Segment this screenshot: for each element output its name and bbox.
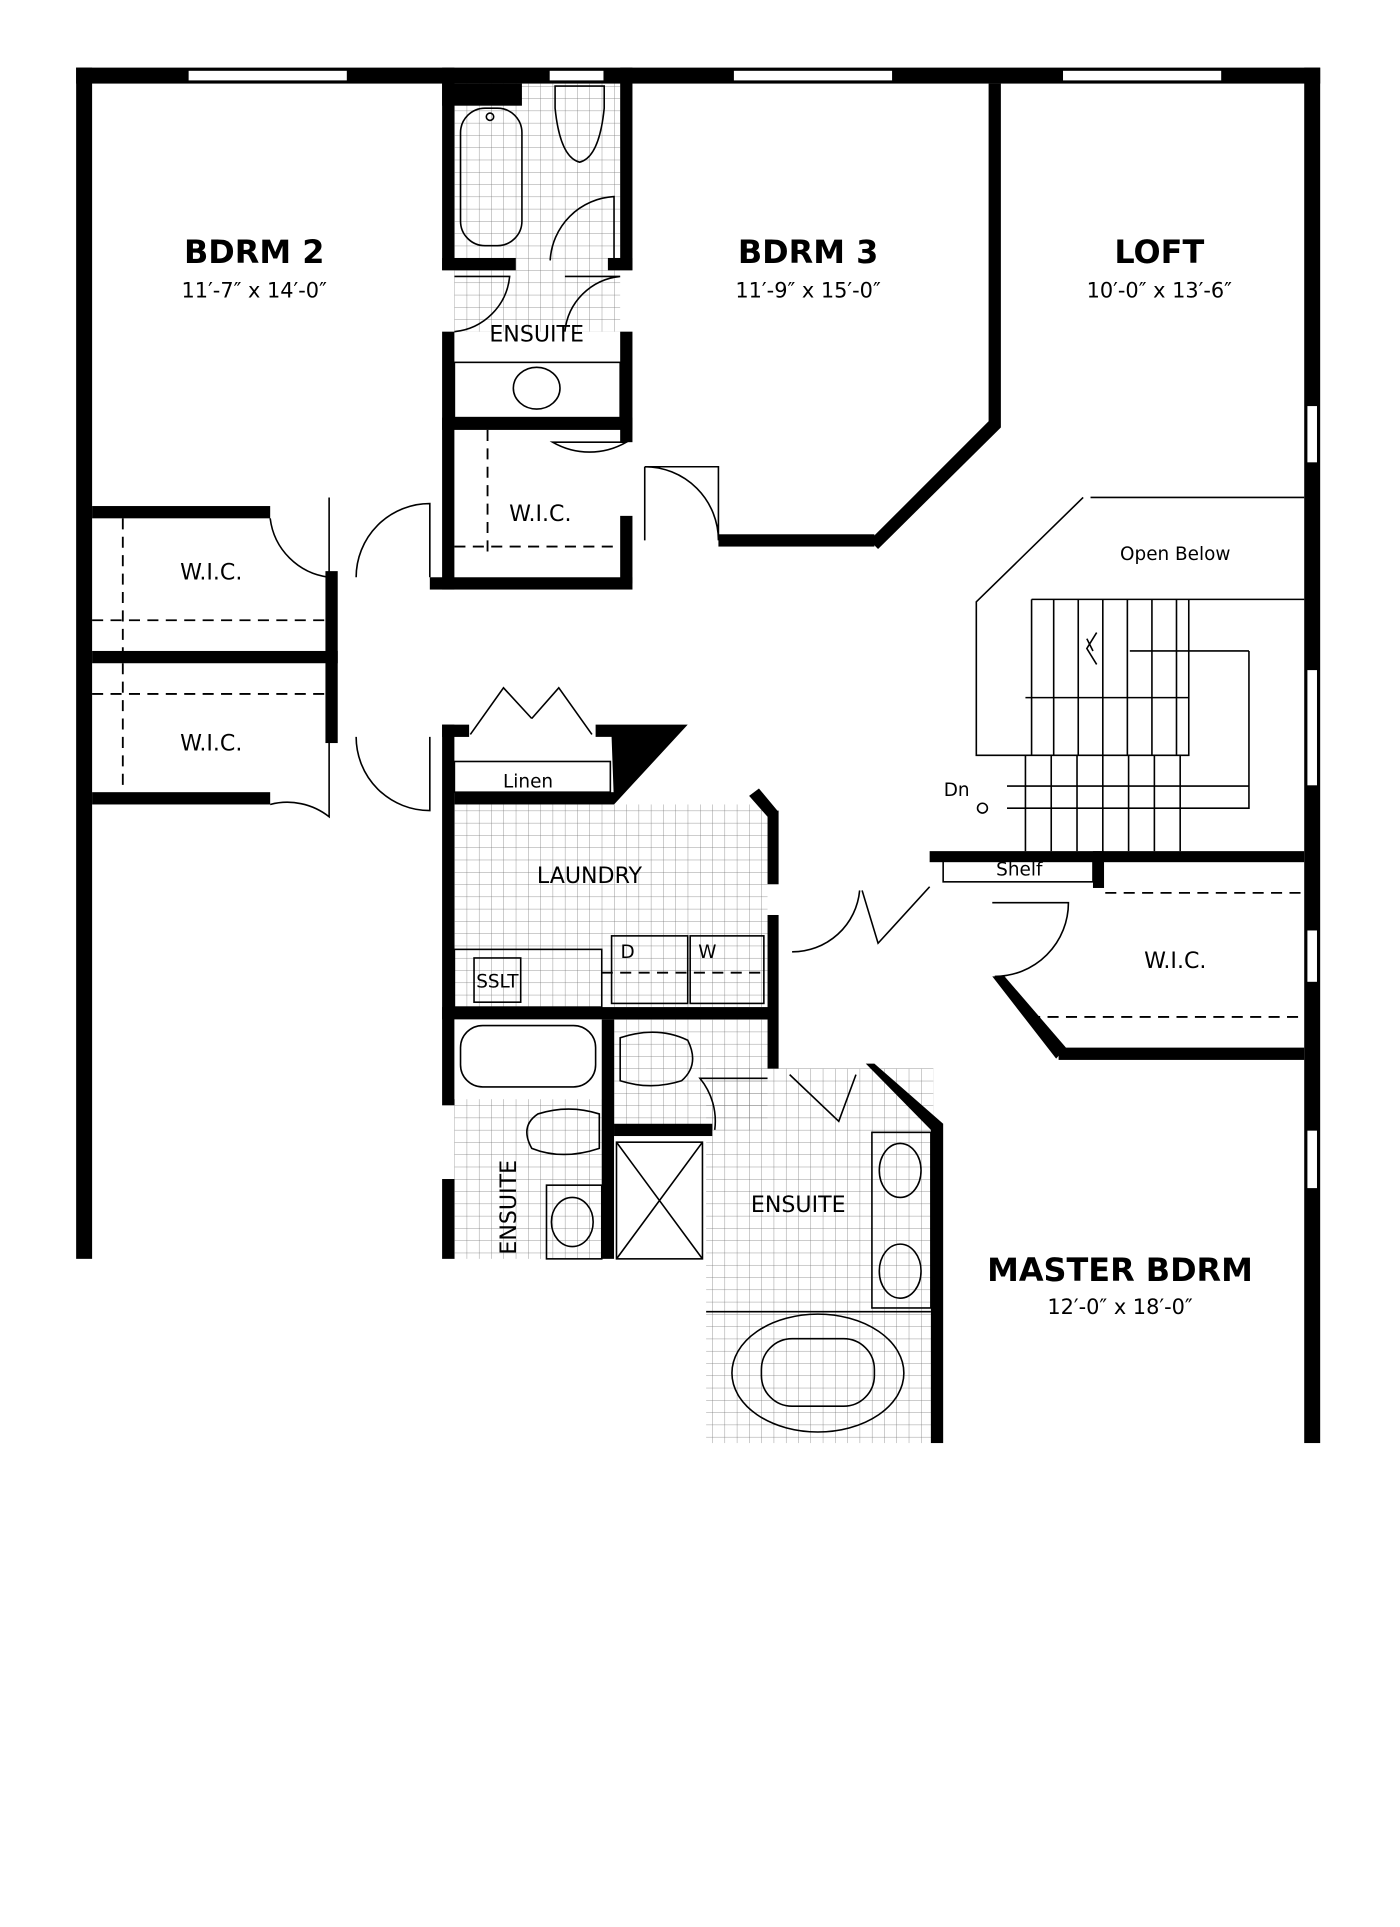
loft-label: LOFT	[1114, 233, 1204, 271]
wic-left2-label: W.I.C.	[180, 730, 242, 756]
laundry-label: LAUNDRY	[537, 863, 643, 889]
room-labels: BDRM 2 11′-7″ x 14′-0″ BDRM 3 11′-9″ x 1…	[180, 233, 1253, 1319]
washer-label: W	[698, 942, 716, 963]
ensuite-lower-label: ENSUITE	[496, 1160, 522, 1255]
master-bdrm-size: 12′-0″ x 18′-0″	[1047, 1295, 1193, 1319]
sink-label: SSLT	[476, 971, 519, 992]
master-bdrm-label: MASTER BDRM	[987, 1251, 1253, 1289]
interior-walls	[92, 67, 1305, 1444]
windows	[187, 69, 1319, 1190]
wic-left1-label: W.I.C.	[180, 560, 242, 586]
open-below-label: Open Below	[1120, 544, 1230, 565]
fixtures	[92, 85, 1305, 1433]
wic-top-label: W.I.C.	[509, 501, 571, 527]
wic-right-label: W.I.C.	[1144, 948, 1206, 974]
bdrm2-label: BDRM 2	[184, 233, 324, 271]
bdrm3-size: 11′-9″ x 15′-0″	[735, 278, 881, 302]
bdrm2-size: 11′-7″ x 14′-0″	[182, 278, 328, 302]
loft-size: 10′-0″ x 13′-6″	[1087, 278, 1233, 302]
ensuite-master-label: ENSUITE	[751, 1192, 846, 1218]
dryer-label: D	[620, 942, 634, 963]
ensuite-top-label: ENSUITE	[489, 321, 584, 347]
stairs-down-label: Dn	[944, 780, 970, 801]
bdrm3-label: BDRM 3	[738, 233, 878, 271]
shelf-label: Shelf	[996, 860, 1043, 881]
linen-label: Linen	[503, 771, 553, 792]
